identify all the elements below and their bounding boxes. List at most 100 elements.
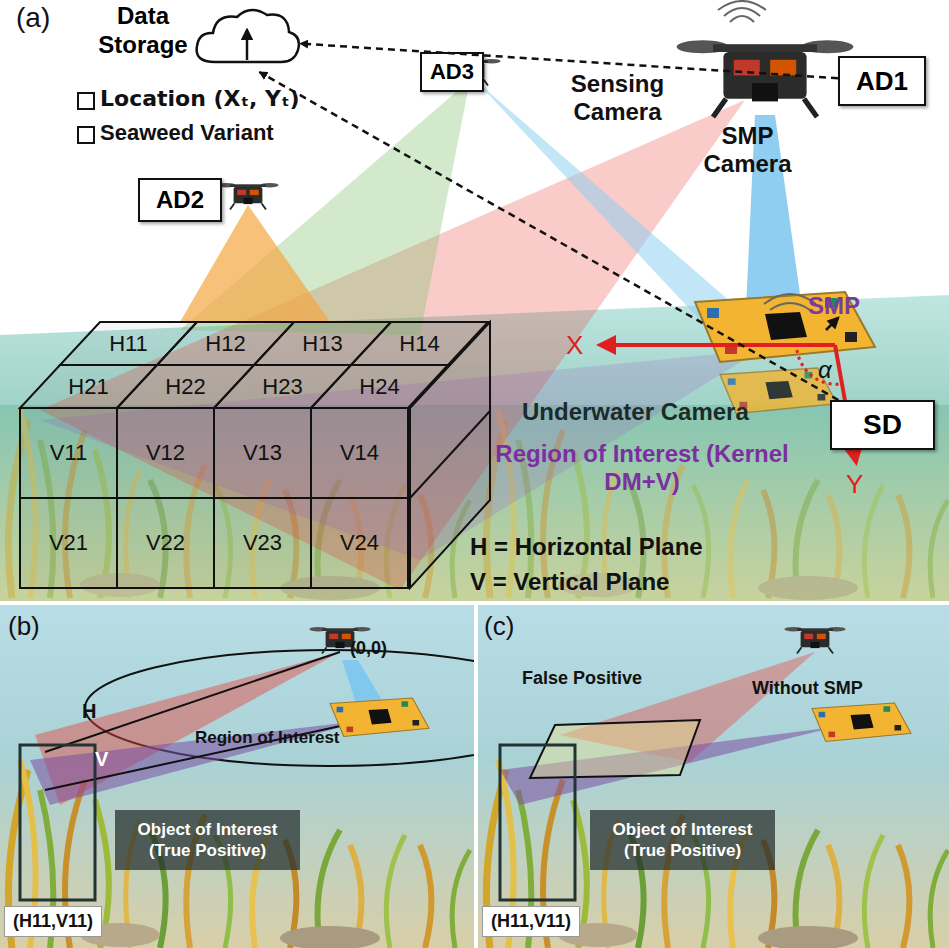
false-positive-area bbox=[530, 720, 700, 778]
node-title: Object of Interest (True Positive) bbox=[123, 819, 292, 862]
storage-node: Data Storage bbox=[95, 2, 300, 72]
node-title: V21 bbox=[49, 530, 88, 556]
node-title: H11 bbox=[109, 331, 148, 357]
h-line bbox=[45, 652, 340, 752]
vertical-cell: V14 bbox=[311, 408, 408, 498]
node-title: H23 bbox=[262, 374, 302, 400]
cell-shape bbox=[311, 365, 448, 408]
node-title: H12 bbox=[205, 331, 245, 357]
grid-side-line bbox=[410, 411, 490, 498]
annotation-label: (a) bbox=[16, 2, 50, 34]
object-label-box: Object of Interest (True Positive) bbox=[590, 810, 775, 870]
annotation-label: H = Horizontal Plane bbox=[470, 533, 703, 561]
cell-shape bbox=[214, 498, 311, 588]
vertical-cell: V23 bbox=[214, 498, 311, 588]
data-link-arrow bbox=[300, 44, 838, 79]
node-title: AD2 bbox=[156, 186, 204, 214]
sensing-cone-ad2 bbox=[180, 205, 330, 322]
object-outline bbox=[500, 745, 575, 900]
cell-shape bbox=[311, 498, 408, 588]
horizontal-cell: H24 bbox=[311, 365, 448, 408]
annotation-label: V = Vertical Plane bbox=[470, 568, 669, 596]
node-title: AD1 bbox=[856, 66, 908, 97]
node-title: V12 bbox=[146, 440, 185, 466]
panel-c-scene bbox=[478, 605, 949, 948]
node-title: V22 bbox=[146, 530, 185, 556]
node-title: Data Storage bbox=[95, 2, 191, 60]
drone-ad2 bbox=[217, 183, 278, 210]
node-title: Object of Interest (True Positive) bbox=[598, 819, 767, 862]
annotation-label: α bbox=[818, 356, 832, 384]
cell-shape bbox=[20, 408, 117, 498]
annotation-label: Sensing Camera bbox=[545, 70, 690, 125]
cell-shape bbox=[20, 498, 117, 588]
cell-shape bbox=[214, 408, 311, 498]
cell-shape bbox=[117, 408, 214, 498]
cloud-symbol bbox=[197, 10, 299, 62]
device-box: AD1 bbox=[838, 56, 926, 106]
checkbox bbox=[78, 93, 94, 109]
annotation-label: X bbox=[566, 331, 583, 361]
vertical-cell: V24 bbox=[311, 498, 408, 588]
annotation-label: False Positive bbox=[522, 668, 642, 689]
node-title: H24 bbox=[359, 374, 399, 400]
wifi-symbol bbox=[718, 1, 766, 22]
smp-pointer bbox=[826, 318, 838, 330]
annotation-label: (b) bbox=[8, 612, 40, 642]
node-title: H22 bbox=[165, 374, 205, 400]
upload-arrow bbox=[246, 30, 249, 60]
annotation-label: Region of Interest bbox=[195, 728, 340, 748]
cell-shape bbox=[311, 408, 408, 498]
panel-divider bbox=[0, 601, 949, 605]
checkbox bbox=[78, 127, 94, 143]
object-label-box: Object of Interest (True Positive) bbox=[115, 810, 300, 870]
smp-mat bbox=[812, 703, 911, 742]
node-title: V14 bbox=[340, 440, 379, 466]
node-title: V24 bbox=[340, 530, 379, 556]
vertical-cell: V12 bbox=[117, 408, 214, 498]
sky-background bbox=[0, 0, 949, 602]
vertical-cell: V11 bbox=[20, 408, 117, 498]
annotation-label: Underwater Camera bbox=[522, 398, 749, 426]
vertical-cell: V22 bbox=[117, 498, 214, 588]
annotation-label: SMP Camera bbox=[690, 122, 805, 177]
node-title: V23 bbox=[243, 530, 282, 556]
node-title: AD3 bbox=[430, 59, 474, 85]
annotation-label: (H11,V11) bbox=[482, 906, 580, 937]
object-outline bbox=[20, 745, 95, 900]
annotation-label: Region of Interest (Kernel DM+V) bbox=[492, 440, 792, 495]
alpha-arc bbox=[797, 350, 842, 384]
device-box: AD3 bbox=[420, 52, 484, 92]
annotation-label: Location (Xₜ, Yₜ) bbox=[100, 86, 300, 111]
drone bbox=[784, 627, 845, 654]
annotation-label: (0,0) bbox=[350, 638, 387, 659]
sensing-cone-ad3 bbox=[180, 80, 470, 335]
panel-background bbox=[478, 605, 949, 948]
node-title: H21 bbox=[68, 374, 108, 400]
panel-a-scene bbox=[0, 0, 949, 602]
horizontal-cell: H14 bbox=[351, 322, 488, 365]
node-title: H13 bbox=[302, 331, 342, 357]
cell-shape bbox=[351, 322, 488, 365]
node-title: V13 bbox=[243, 440, 282, 466]
drone-ad1 bbox=[677, 40, 854, 117]
annotation-label: Seaweed Variant bbox=[100, 120, 274, 145]
node-title: V11 bbox=[50, 440, 88, 466]
vertical-cell: V21 bbox=[20, 498, 117, 588]
x-axis bbox=[600, 343, 835, 347]
annotation-label: Y bbox=[846, 470, 863, 500]
annotation-label: V bbox=[95, 748, 108, 771]
smp-mat bbox=[330, 698, 429, 737]
v-line bbox=[45, 720, 368, 790]
smp-mat bbox=[695, 292, 875, 362]
annotation-label: H bbox=[82, 700, 96, 723]
cell-shape bbox=[117, 498, 214, 588]
annotation-label: SMP bbox=[808, 292, 860, 320]
roi-beam bbox=[30, 720, 368, 805]
annotation-label: (c) bbox=[484, 612, 514, 642]
node-title: H14 bbox=[399, 331, 439, 357]
annotation-label: (H11,V11) bbox=[4, 906, 102, 937]
panel-b-scene bbox=[0, 605, 474, 948]
annotation-label: Without SMP bbox=[752, 678, 863, 699]
